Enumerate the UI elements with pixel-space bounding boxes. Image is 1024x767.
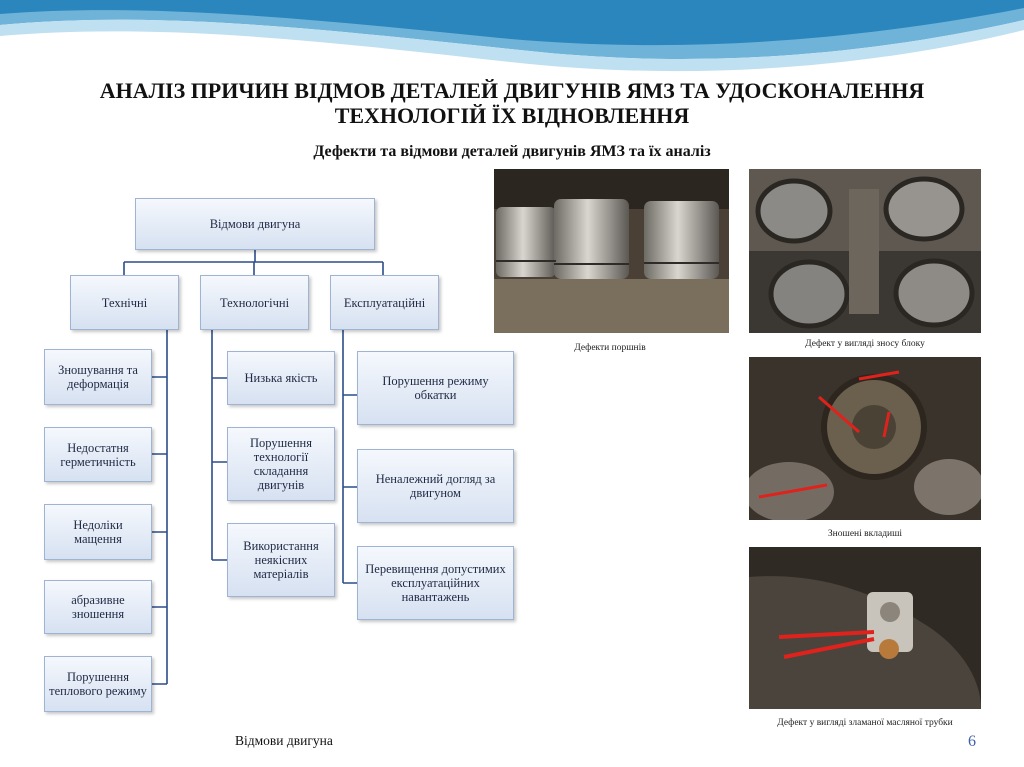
pistons-caption: Дефекти поршнів	[540, 343, 680, 353]
technical-item: Порушення теплового режиму	[44, 656, 152, 712]
technical-item: абразивне зношення	[44, 580, 152, 634]
diagram-root-engine-failures: Відмови двигуна	[135, 198, 375, 250]
technological-item: Використання неякісних матеріалів	[227, 523, 335, 597]
operational-item: Перевищення допустимих експлуатаційних н…	[357, 546, 514, 620]
slide-title: АНАЛІЗ ПРИЧИН ВІДМОВ ДЕТАЛЕЙ ДВИГУНІВ ЯМ…	[0, 78, 1024, 128]
technological-item: Низька якість	[227, 351, 335, 405]
header-wave-decoration	[0, 0, 1024, 90]
technological-item: Порушення технології складання двигунів	[227, 427, 335, 501]
pistons-photo	[494, 169, 729, 333]
slide-subtitle: Дефекти та відмови деталей двигунів ЯМЗ …	[0, 143, 1024, 161]
block-wear-photo	[749, 169, 981, 333]
title-line-1: АНАЛІЗ ПРИЧИН ВІДМОВ ДЕТАЛЕЙ ДВИГУНІВ ЯМ…	[0, 78, 1024, 103]
page-number: 6	[968, 733, 976, 751]
operational-item: Порушення режиму обкатки	[357, 351, 514, 425]
technical-item: Зношування та деформація	[44, 349, 152, 405]
technical-item: Недоліки мащення	[44, 504, 152, 560]
title-line-2: ТЕХНОЛОГІЙ ЇХ ВІДНОВЛЕННЯ	[0, 103, 1024, 128]
category-technological: Технологічні	[200, 275, 309, 330]
category-operational: Експлуатаційні	[330, 275, 439, 330]
oil-tube-photo	[749, 547, 981, 709]
technical-item: Недостатня герметичність	[44, 427, 152, 482]
category-technical: Технічні	[70, 275, 179, 330]
operational-item: Неналежний догляд за двигуном	[357, 449, 514, 523]
bearings-photo	[749, 357, 981, 520]
block-wear-caption: Дефект у вигляді зносу блоку	[749, 339, 981, 349]
bearings-caption: Зношені вкладиші	[749, 529, 981, 539]
oil-tube-caption: Дефект у вигляді зламаної масляної трубк…	[740, 718, 990, 728]
footer-text: Відмови двигуна	[235, 733, 333, 749]
